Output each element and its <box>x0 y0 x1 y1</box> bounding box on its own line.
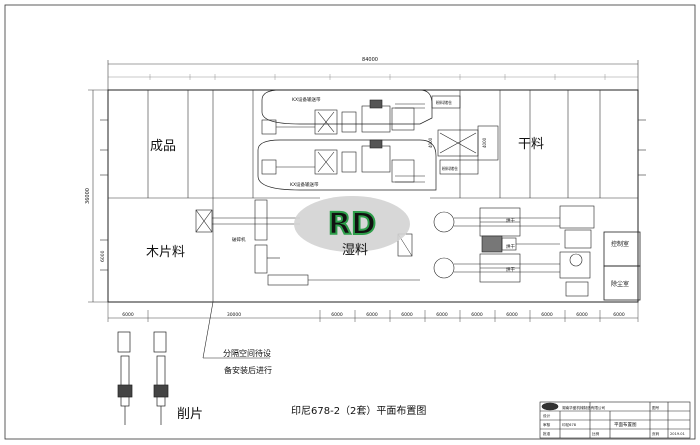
furnace-mid-label: 烘干 <box>506 243 515 250</box>
annotation-leader <box>202 301 270 359</box>
dust-collectors <box>559 205 595 297</box>
tb-row3: 批准 <box>543 431 551 436</box>
storage-silos <box>431 95 499 175</box>
furnace-bottom-label: 烘干 <box>506 266 515 273</box>
logo-text: RD <box>328 207 376 242</box>
column-grid <box>108 90 638 302</box>
dust-room-label: 除尘室 <box>611 280 629 288</box>
dim-label: 6000 <box>613 312 625 318</box>
zone-woodchips-label: 木片料 <box>146 245 185 260</box>
column-marks <box>100 119 646 271</box>
overall-height-dimension <box>88 89 108 303</box>
dim-label: 30000 <box>227 312 241 318</box>
kx-enclosure-bottom <box>257 139 437 191</box>
zone-chipping-label: 削片 <box>177 407 203 422</box>
tb-page-label: 页码 <box>652 431 660 436</box>
title-block <box>539 401 691 439</box>
separator-top-label: 粉料储仓 <box>436 99 452 105</box>
zone-finished-label: 成品 <box>150 139 176 154</box>
kx-enclosure-top <box>261 89 433 125</box>
tb-row1: 设计 <box>543 413 551 418</box>
tb-sheet-label: 图号 <box>652 405 660 410</box>
furnace-top-label: 烘干 <box>506 217 515 224</box>
tb-company: 湖南华盛机械制造有限公司 <box>562 405 606 410</box>
dryer-line-1 <box>433 207 560 237</box>
drawing-title: 印尼678-2（2套）平面布置图 <box>291 404 426 417</box>
building-outline <box>107 89 639 303</box>
overall-width-label: 84000 <box>362 57 378 63</box>
dim-label: 6000 <box>331 312 343 318</box>
separator-bottom-label: 粉料储仓 <box>442 165 458 171</box>
overall-height-label: 36000 <box>85 188 91 204</box>
zone-dry-label: 干料 <box>518 137 544 152</box>
crusher-label: 破碎机 <box>232 236 246 243</box>
kx-line-bottom-label: KX设备输送带 <box>290 181 319 188</box>
kx-line-top <box>261 99 425 135</box>
dim-label: 6000 <box>576 312 588 318</box>
drawing-frame <box>4 4 696 440</box>
dim-label: 6000 <box>366 312 378 318</box>
dim-label: 6000 <box>506 312 518 318</box>
chipping-machine-1 <box>117 331 133 425</box>
kx-line-bottom <box>261 139 425 183</box>
rd-logo-watermark: RD <box>294 196 410 252</box>
overall-width-dimension <box>107 60 639 90</box>
dryer-line-2 <box>433 253 560 283</box>
left-dim-label: 6000 <box>100 250 106 262</box>
dim-label: 6000 <box>122 312 134 318</box>
kx-line-top-label: KX设备输送带 <box>292 96 321 103</box>
dryer-dim-a: 4000 <box>482 137 487 148</box>
dim-label: 6000 <box>436 312 448 318</box>
tb-project: 印尼678 <box>562 422 577 427</box>
dim-label: 6000 <box>401 312 413 318</box>
chipping-machine-2 <box>153 331 169 425</box>
annotation-line-2: 备安装后进行 <box>224 365 272 375</box>
dim-label: 6000 <box>471 312 483 318</box>
tb-row2: 审核 <box>543 422 551 427</box>
chip-feed-line <box>195 199 420 286</box>
column-tick-marks <box>149 74 606 80</box>
control-room-label: 控制室 <box>611 240 629 248</box>
dryer-dim-b: 4000 <box>428 137 433 148</box>
title-block-text: 湖南华盛机械制造有限公司 平面布置图 设计 审核 批准 印尼678 比例 图号 … <box>543 405 685 436</box>
dust-room <box>603 265 641 301</box>
bottom-dimension-labels: 6000 30000 6000 6000 6000 6000 6000 6000… <box>122 312 625 318</box>
annotation-line-1: 分隔空间待设 <box>223 348 271 358</box>
tb-scale-label: 比例 <box>592 431 600 436</box>
control-room <box>603 231 641 267</box>
dim-label: 6000 <box>541 312 553 318</box>
dryer-center <box>481 235 560 253</box>
tb-date: 2019.01 <box>670 432 685 436</box>
bottom-dimension-chain <box>107 302 639 322</box>
zone-wet-label: 湿料 <box>342 243 368 258</box>
tb-drawing-name: 平面布置图 <box>614 421 637 428</box>
